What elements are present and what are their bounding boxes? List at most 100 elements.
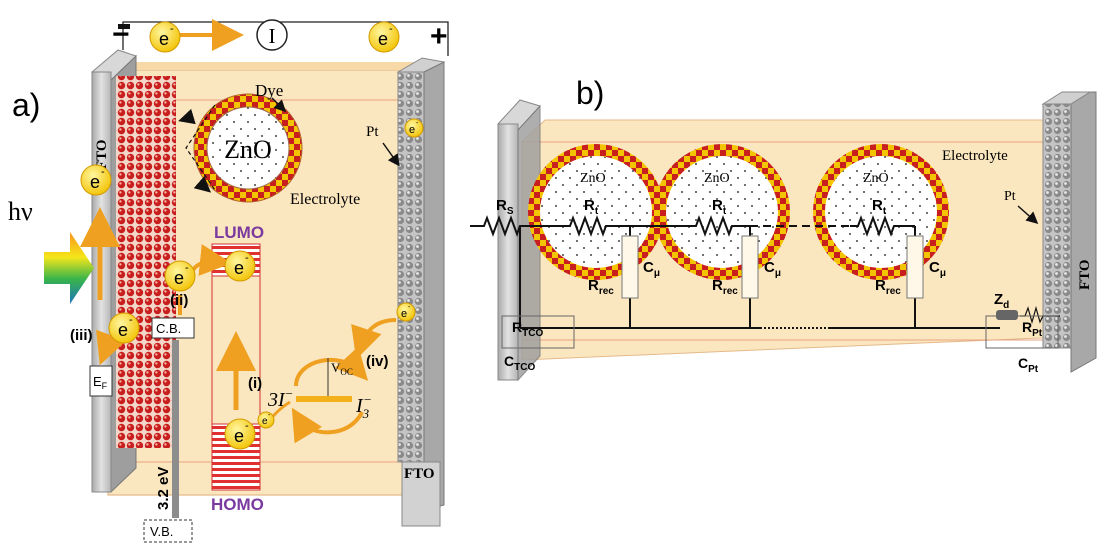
plus-sign: + bbox=[430, 20, 448, 53]
zno-label-b1: ZnO bbox=[580, 171, 606, 186]
pt-label: Pt bbox=[366, 124, 379, 140]
step-iv-label: (iv) bbox=[366, 353, 389, 370]
electron-icon: e- bbox=[257, 411, 275, 429]
cmu-label-2: Cμ bbox=[764, 259, 781, 279]
minus-sign: − bbox=[112, 18, 130, 51]
svg-text:-: - bbox=[268, 412, 271, 419]
zd-label: Zd bbox=[994, 291, 1009, 311]
ef-label: EF bbox=[93, 374, 108, 391]
pt-label-b: Pt bbox=[1004, 189, 1016, 204]
svg-text:-: - bbox=[245, 252, 249, 264]
panel-b-label: b) bbox=[576, 75, 604, 111]
cb-label: C.B. bbox=[156, 321, 181, 336]
dye-label: Dye bbox=[255, 81, 283, 100]
regeneration-arrow-iv bbox=[351, 318, 397, 360]
cmu-label-3: Cμ bbox=[929, 259, 946, 279]
rt-label-2: Rt bbox=[712, 197, 727, 217]
electron-icon: e- bbox=[224, 418, 256, 450]
zno-label: ZnO bbox=[224, 135, 272, 164]
zno-particle bbox=[178, 93, 303, 203]
electron-icon: e- bbox=[164, 260, 196, 292]
panel-a-label: a) bbox=[12, 87, 40, 123]
panel-b: b) FTO Electrolyte Pt bbox=[470, 75, 1097, 382]
fto-label-b: FTO bbox=[1077, 259, 1093, 290]
zno-film bbox=[116, 76, 176, 448]
svg-text:e: e bbox=[159, 29, 169, 49]
current-symbol: I bbox=[269, 24, 276, 48]
svg-text:e: e bbox=[174, 268, 184, 288]
hv-label: hν bbox=[8, 197, 33, 226]
rtco-label: RTCO bbox=[512, 319, 543, 339]
svg-text:-: - bbox=[245, 420, 249, 432]
cb-box bbox=[151, 317, 195, 339]
svg-text:-: - bbox=[408, 304, 411, 311]
svg-text:e: e bbox=[409, 124, 415, 136]
svg-text:-: - bbox=[389, 23, 393, 35]
electron-icon: e- bbox=[108, 312, 140, 344]
step-i-label: (i) bbox=[248, 375, 262, 392]
zd-element bbox=[996, 310, 1018, 320]
step-ii-label: (ii) bbox=[170, 292, 188, 309]
svg-text:e: e bbox=[234, 426, 244, 446]
rrec-label-3: Rrec bbox=[875, 277, 901, 297]
electrolyte-label: Electrolyte bbox=[290, 191, 360, 208]
panel-a: I − + FTO FTO ZnO Dye bbox=[8, 18, 449, 543]
rrec-label-1: Rrec bbox=[588, 277, 614, 297]
ef-box bbox=[89, 365, 113, 397]
electron-icon: e- bbox=[80, 164, 112, 196]
electron-icon: e- bbox=[224, 250, 256, 282]
iodide-label: 3I− bbox=[267, 386, 293, 411]
rs-label: RS bbox=[496, 197, 514, 217]
triiodide-label: I3− bbox=[355, 392, 372, 421]
vb-box bbox=[143, 519, 193, 543]
dye-pointer bbox=[271, 97, 287, 113]
ammeter-icon bbox=[256, 19, 288, 51]
bandgap-label: 3.2 eV bbox=[155, 467, 172, 510]
cmu-label-1: Cμ bbox=[643, 259, 660, 279]
voc-label: VOC bbox=[331, 360, 353, 377]
ctco-label: CTCO bbox=[504, 353, 535, 373]
electron-group: e- e- e- e- e- e- e- e- e- e- bbox=[80, 21, 424, 450]
zno-label-b3: ZnO bbox=[863, 171, 889, 186]
svg-text:e: e bbox=[378, 29, 388, 49]
svg-text:-: - bbox=[185, 262, 189, 274]
svg-text:e: e bbox=[262, 416, 268, 427]
electrolyte-label-b: Electrolyte bbox=[942, 148, 1008, 164]
svg-text:-: - bbox=[129, 314, 133, 326]
svg-text:e: e bbox=[401, 308, 407, 320]
electron-icon: e- bbox=[404, 118, 424, 138]
step-iii-label: (iii) bbox=[70, 327, 93, 344]
redox-couple bbox=[291, 346, 369, 444]
rpt-label: RPt bbox=[1022, 319, 1043, 339]
fto-right-label: FTO bbox=[404, 466, 435, 482]
fto-glass-right-b bbox=[1041, 91, 1097, 373]
svg-text:-: - bbox=[101, 166, 105, 178]
cpt-label: CPt bbox=[1018, 355, 1039, 375]
minus-terminal bbox=[118, 24, 130, 29]
vb-label: V.B. bbox=[150, 524, 173, 539]
bandgap-bar bbox=[172, 340, 179, 518]
light-arrow bbox=[44, 232, 94, 304]
svg-text:-: - bbox=[170, 23, 174, 35]
svg-text:-: - bbox=[416, 120, 419, 127]
homo-label: HOMO bbox=[211, 495, 264, 514]
electron-icon: e- bbox=[396, 302, 416, 322]
zno-label-b2: ZnO bbox=[704, 171, 730, 186]
pt-pointer-b bbox=[1017, 205, 1039, 224]
recombination-arrow bbox=[96, 329, 127, 366]
lumo-label: LUMO bbox=[214, 223, 264, 242]
rpt-box bbox=[985, 315, 1059, 349]
svg-text:e: e bbox=[90, 172, 100, 192]
pt-pointer bbox=[382, 142, 400, 167]
rt-label-3: Rt bbox=[872, 197, 887, 217]
fto-left-label: FTO bbox=[94, 139, 110, 170]
rrec-boxes bbox=[621, 235, 924, 299]
svg-text:e: e bbox=[234, 258, 244, 278]
rrec-label-2: Rrec bbox=[712, 277, 738, 297]
svg-text:e: e bbox=[118, 320, 128, 340]
rt-label-1: Rt bbox=[584, 197, 599, 217]
rtco-box bbox=[501, 315, 575, 349]
electron-icon: e- bbox=[149, 21, 181, 53]
electron-icon: e- bbox=[368, 21, 400, 53]
